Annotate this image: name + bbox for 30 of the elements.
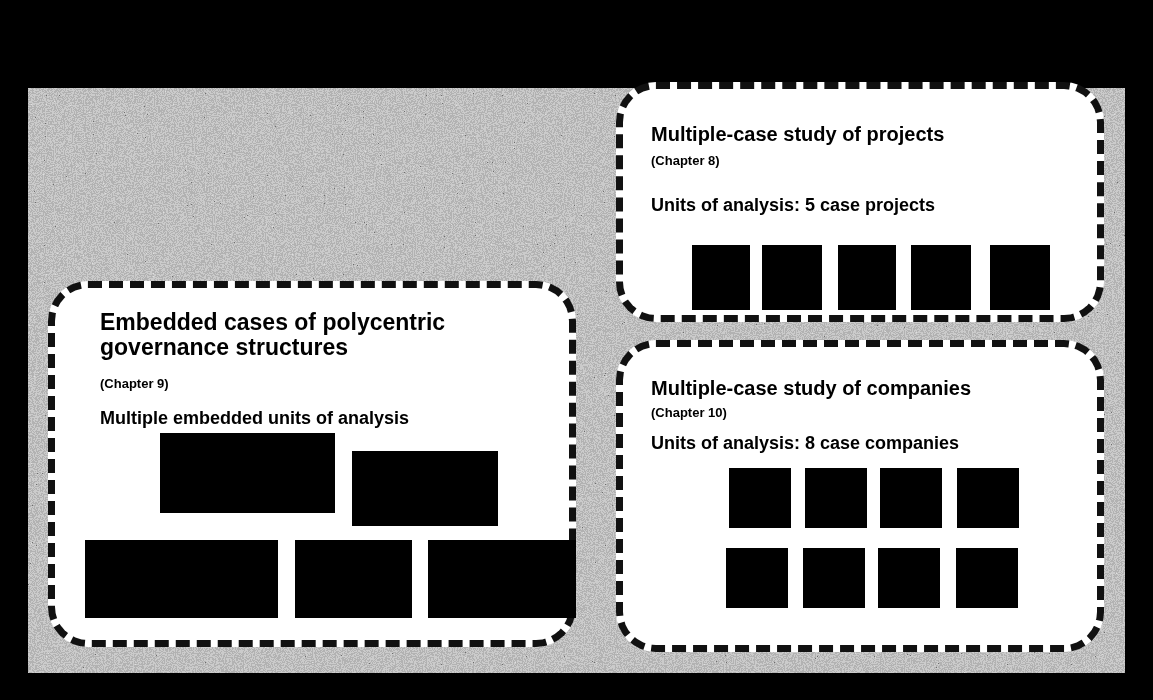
unit-block: [428, 540, 576, 618]
unit-block: [762, 245, 822, 310]
unit-block: [956, 548, 1018, 608]
case-study-panel: [616, 340, 1104, 652]
unit-block: [352, 451, 498, 526]
unit-block: [692, 245, 750, 310]
unit-block: [880, 468, 942, 528]
unit-block: [838, 245, 896, 310]
units-label: Units of analysis: 5 case projects: [651, 195, 936, 216]
unit-block: [957, 468, 1019, 528]
unit-block: [726, 548, 788, 608]
unit-block: [803, 548, 865, 608]
unit-block: [85, 540, 278, 618]
heading: Embedded cases of polycentric governance structures: [100, 310, 447, 361]
case-study-panel: [616, 82, 1104, 322]
unit-block: [878, 548, 940, 608]
units-label: Units of analysis: 8 case companies: [651, 433, 960, 454]
unit-block: [805, 468, 867, 528]
unit-block: [990, 245, 1050, 310]
chapter-note: (Chapter 8): [651, 153, 720, 168]
heading: Multiple-case study of projects: [651, 123, 945, 146]
units-label: Multiple embedded units of analysis: [100, 408, 410, 429]
unit-block: [295, 540, 412, 618]
unit-block: [911, 245, 971, 310]
unit-block: [729, 468, 791, 528]
chapter-note: (Chapter 10): [651, 405, 727, 420]
heading: Multiple-case study of companies: [651, 377, 972, 400]
chapter-note: (Chapter 9): [100, 376, 169, 391]
case-study-panel: [48, 281, 576, 647]
unit-block: [160, 433, 335, 513]
